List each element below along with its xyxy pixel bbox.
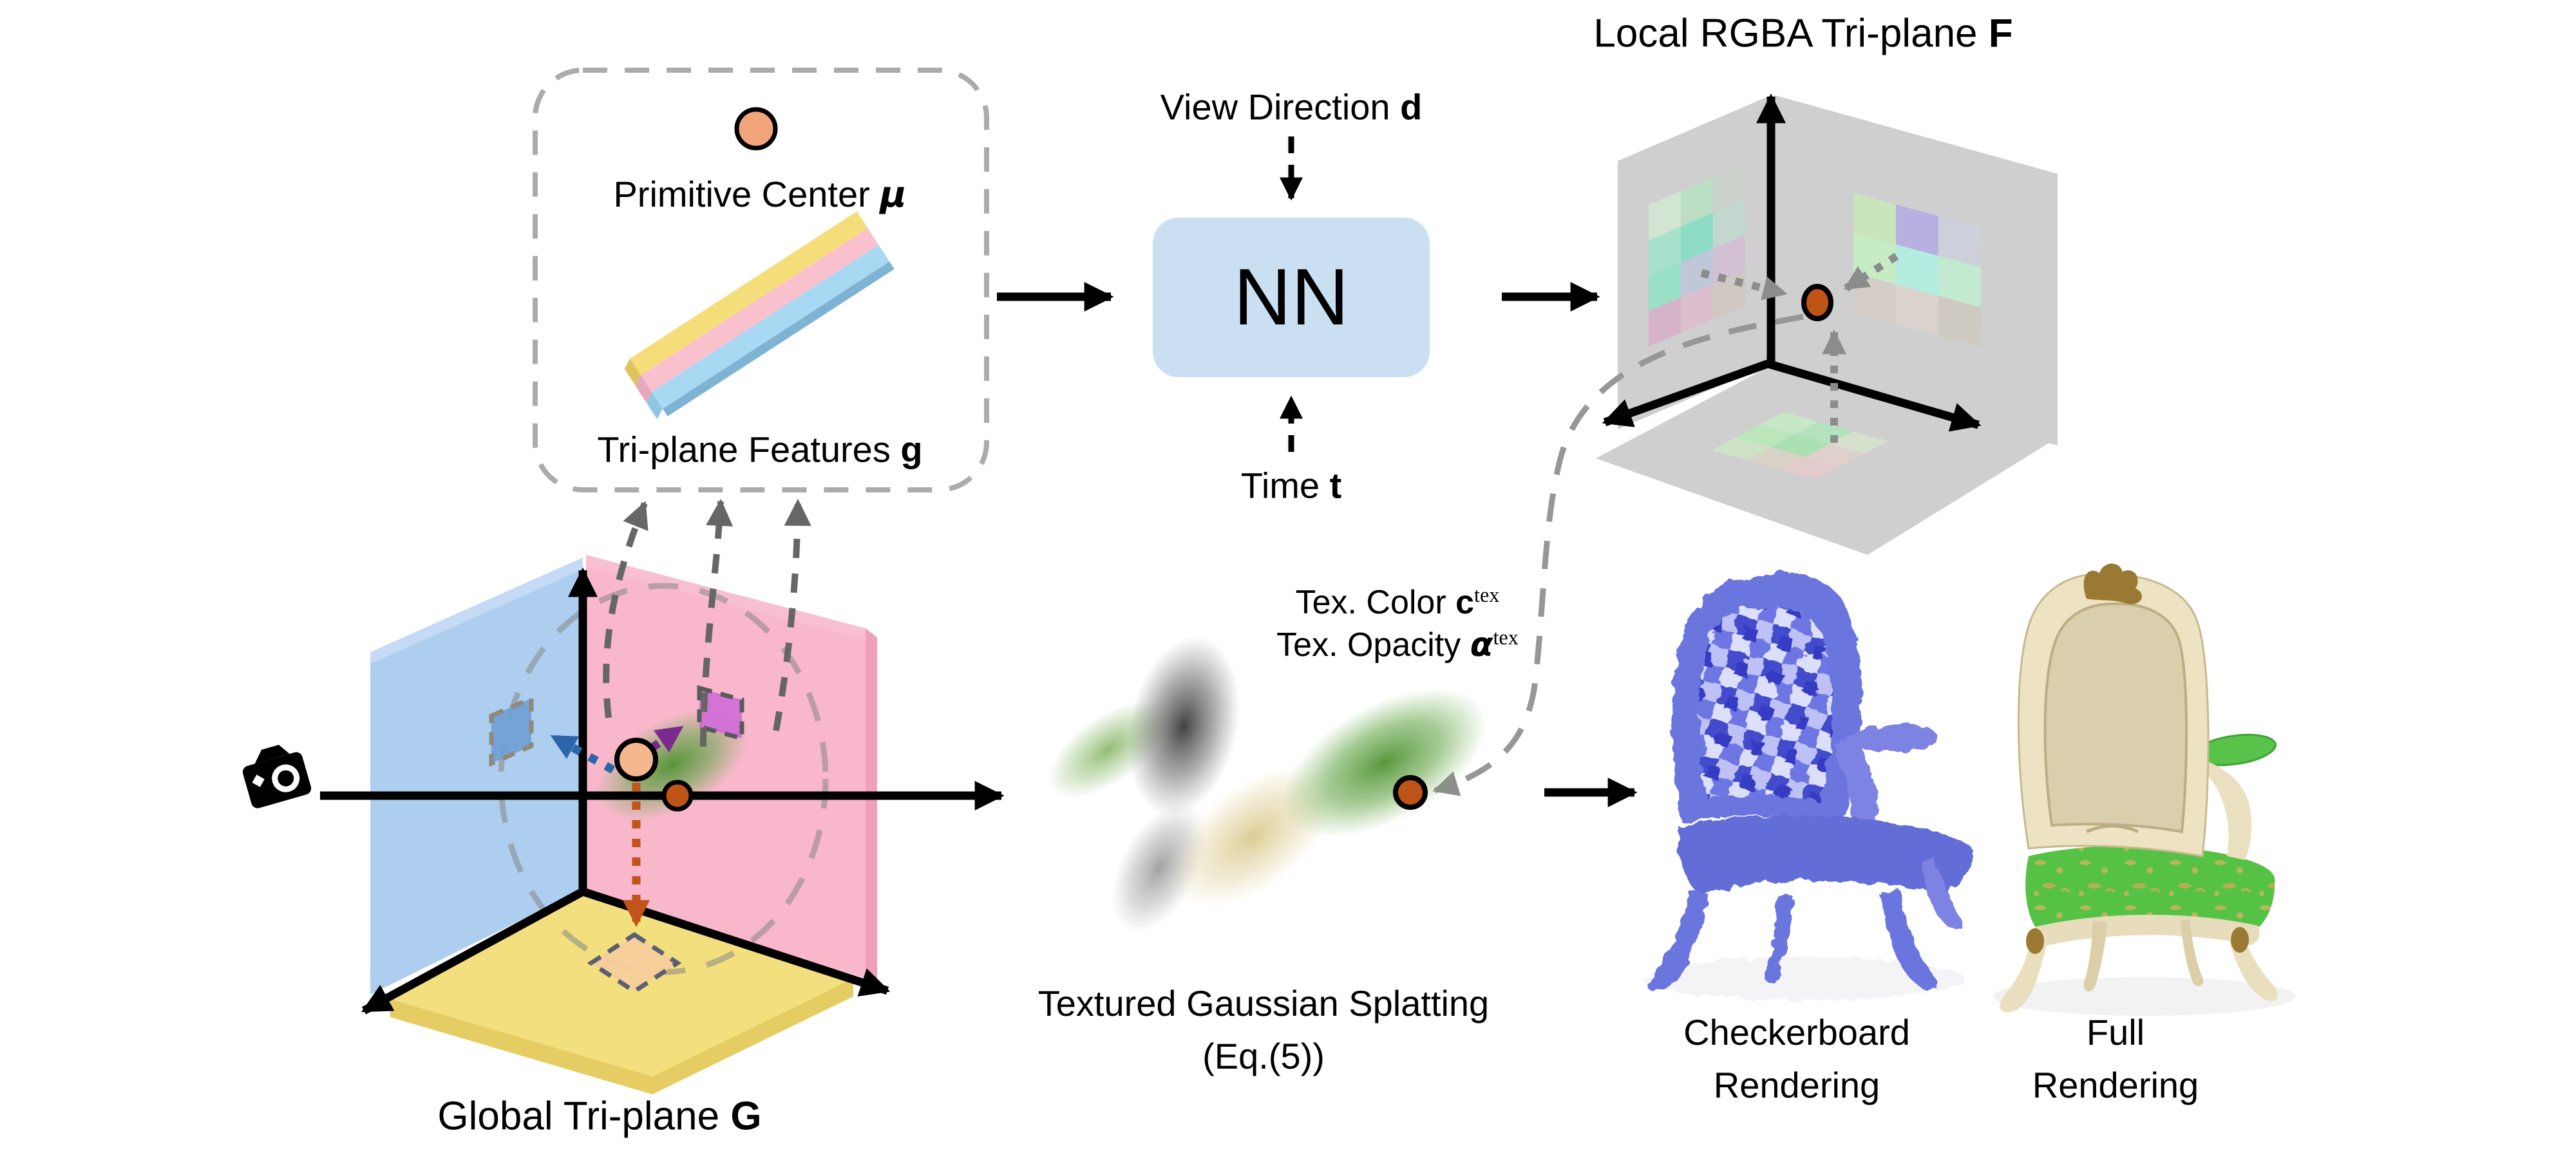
splatting-caption: Textured Gaussian Splatting(Eq.(5))	[1037, 983, 1490, 1076]
nn-box	[1153, 218, 1430, 377]
global-triplane	[242, 498, 1005, 1094]
full-chair-crest	[2083, 563, 2142, 604]
primitive-center-glyph	[734, 107, 778, 151]
view-direction-label: View Direction d	[1160, 86, 1423, 127]
tex-color-label: Tex. Color ctex	[1295, 583, 1500, 621]
feature-box	[533, 68, 989, 492]
primitive-center-point	[614, 738, 658, 781]
time-label: Time t	[1240, 465, 1342, 506]
feature-box-border	[533, 68, 989, 492]
local-patch-right	[1853, 193, 1981, 348]
tex-query-dashed-curve	[1432, 313, 1804, 796]
full-chair	[1993, 563, 2296, 1016]
checkerboard-chair	[1642, 572, 1973, 1000]
triplane-features-label: Tri-plane Features g	[597, 429, 923, 470]
splat-green-large	[1282, 688, 1488, 837]
nn-label: NN	[1233, 253, 1349, 342]
patch-blue-plane	[489, 695, 534, 767]
projection-arrow-blue	[550, 733, 616, 774]
primitive-center-label: Primitive Center μ	[613, 174, 907, 216]
texel-point-local	[1801, 284, 1833, 321]
patch-yellow-plane	[587, 931, 682, 995]
local-triplane-title: Local RGBA Tri-plane F	[1593, 11, 2013, 56]
local-axes	[1602, 93, 1982, 432]
global-plane-xy-blue	[370, 557, 583, 995]
global-triplane-caption: Global Tri-plane G	[437, 1094, 762, 1139]
local-patch-left	[1649, 164, 1745, 346]
feature-lookup-arrows	[603, 498, 811, 747]
texel-point-splat	[1393, 775, 1428, 810]
triplane-feature-bar	[624, 211, 895, 420]
nn-section	[997, 136, 1600, 452]
local-patch-bottom	[1712, 412, 1889, 480]
tex-opacity-label: Tex. Opacity αtex	[1276, 626, 1519, 664]
patch-pink-plane	[697, 685, 744, 742]
camera-icon	[242, 745, 312, 809]
local-triplane	[1596, 93, 2058, 555]
gaussian-splats	[1047, 636, 1488, 933]
texel-point-global	[661, 780, 694, 812]
splat-dark-gray	[1127, 636, 1240, 816]
local-sampling-arrows	[1700, 252, 1899, 443]
projection-arrow-purple	[649, 724, 684, 753]
